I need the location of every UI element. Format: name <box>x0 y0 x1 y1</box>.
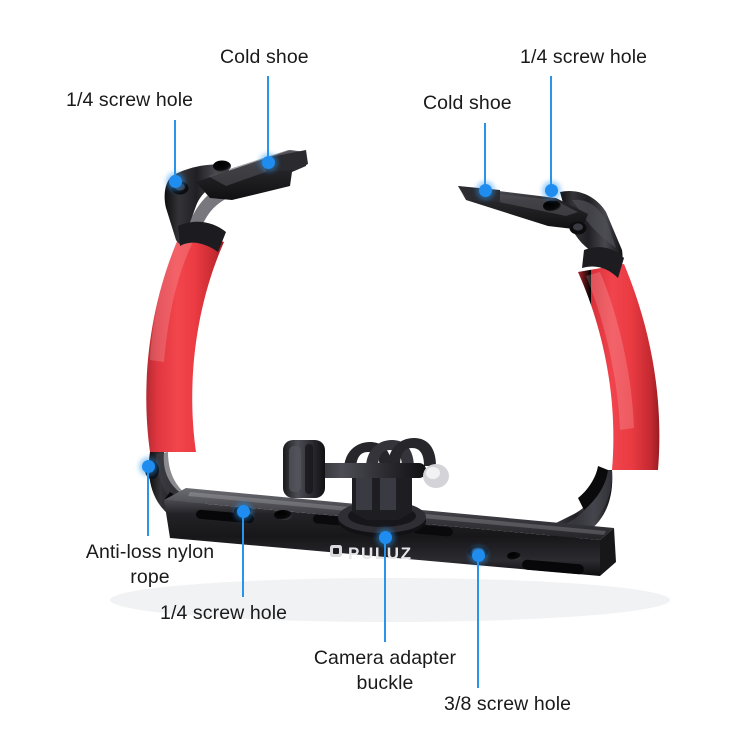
callout-dot-icon-bottom-quarter-screw-hole[interactable] <box>236 504 250 518</box>
leader-line-three-eighths-screw-hole <box>477 561 479 688</box>
left-red-grip <box>146 230 224 452</box>
callout-dot-icon-right-cold-shoe[interactable] <box>478 183 492 197</box>
rail-small-hole <box>507 552 521 560</box>
leader-line-bottom-quarter-screw-hole <box>242 517 244 597</box>
adapter-prong-2 <box>380 476 396 510</box>
left-grip-collar <box>178 221 226 252</box>
annotation-label-bottom-quarter-screw-hole: 1/4 screw hole <box>160 602 288 624</box>
adapter-prong-1 <box>356 476 372 510</box>
adapter-thumb-knob <box>283 440 325 498</box>
callout-dot-icon-left-cold-shoe[interactable] <box>261 155 275 169</box>
right-arm-assembly <box>458 186 660 548</box>
leader-line-camera-adapter-buckle <box>384 543 386 642</box>
annotation-label-left-quarter-screw-hole: 1/4 screw hole <box>66 89 194 111</box>
ground-shadow <box>110 578 670 622</box>
callout-dot-icon-anti-loss-nylon-rope[interactable] <box>141 459 155 473</box>
rail-slot-right <box>413 524 453 537</box>
left-cold-shoe-lip <box>266 150 308 172</box>
rail-face-slot-left <box>196 509 254 524</box>
leader-line-anti-loss-nylon-rope <box>147 472 149 536</box>
puluz-brand-logo: PULUZ <box>330 544 413 563</box>
leader-line-right-cold-shoe <box>484 123 486 186</box>
annotation-label-right-cold-shoe: Cold shoe <box>423 92 512 114</box>
annotation-label-left-cold-shoe: Cold shoe <box>220 46 309 68</box>
annotation-label-three-eighths-screw-hole: 3/8 screw hole <box>444 693 572 715</box>
right-elbow-screw-inner <box>573 223 583 231</box>
camera-adapter-buckle-assembly <box>283 438 449 537</box>
right-grip-collar <box>582 247 624 278</box>
right-elbow-slot <box>578 466 608 510</box>
right-grip-highlight <box>586 272 634 430</box>
callout-dot-icon-three-eighths-screw-hole[interactable] <box>471 548 485 562</box>
annotation-label-camera-adapter-buckle: Camera adapter buckle <box>313 647 457 694</box>
rail-face-slot-right <box>522 559 584 575</box>
adapter-tabs <box>344 438 436 470</box>
leader-line-left-cold-shoe <box>267 76 269 158</box>
leader-line-left-quarter-screw-hole <box>174 120 176 178</box>
callout-dot-icon-camera-adapter-buckle[interactable] <box>378 530 392 544</box>
left-grip-highlight <box>150 230 196 362</box>
rail-right-cap <box>600 528 616 576</box>
left-plate-quarter-hole <box>213 160 231 172</box>
right-red-grip <box>578 264 660 470</box>
callout-dot-icon-left-quarter-screw-hole[interactable] <box>168 174 182 188</box>
leader-line-right-quarter-screw-hole <box>550 76 552 186</box>
adapter-screw-tip-highlight <box>426 467 440 479</box>
adapter-screw-shaft <box>296 463 426 478</box>
rail-quarter-hole-2 <box>274 510 292 520</box>
annotation-label-right-quarter-screw-hole: 1/4 screw hole <box>520 46 648 68</box>
callout-dot-icon-right-quarter-screw-hole[interactable] <box>544 183 558 197</box>
annotation-label-anti-loss-nylon-rope: Anti-loss nylon rope <box>85 541 215 588</box>
brand-text: PULUZ <box>348 544 413 563</box>
right-plate-quarter-hole <box>543 200 561 212</box>
